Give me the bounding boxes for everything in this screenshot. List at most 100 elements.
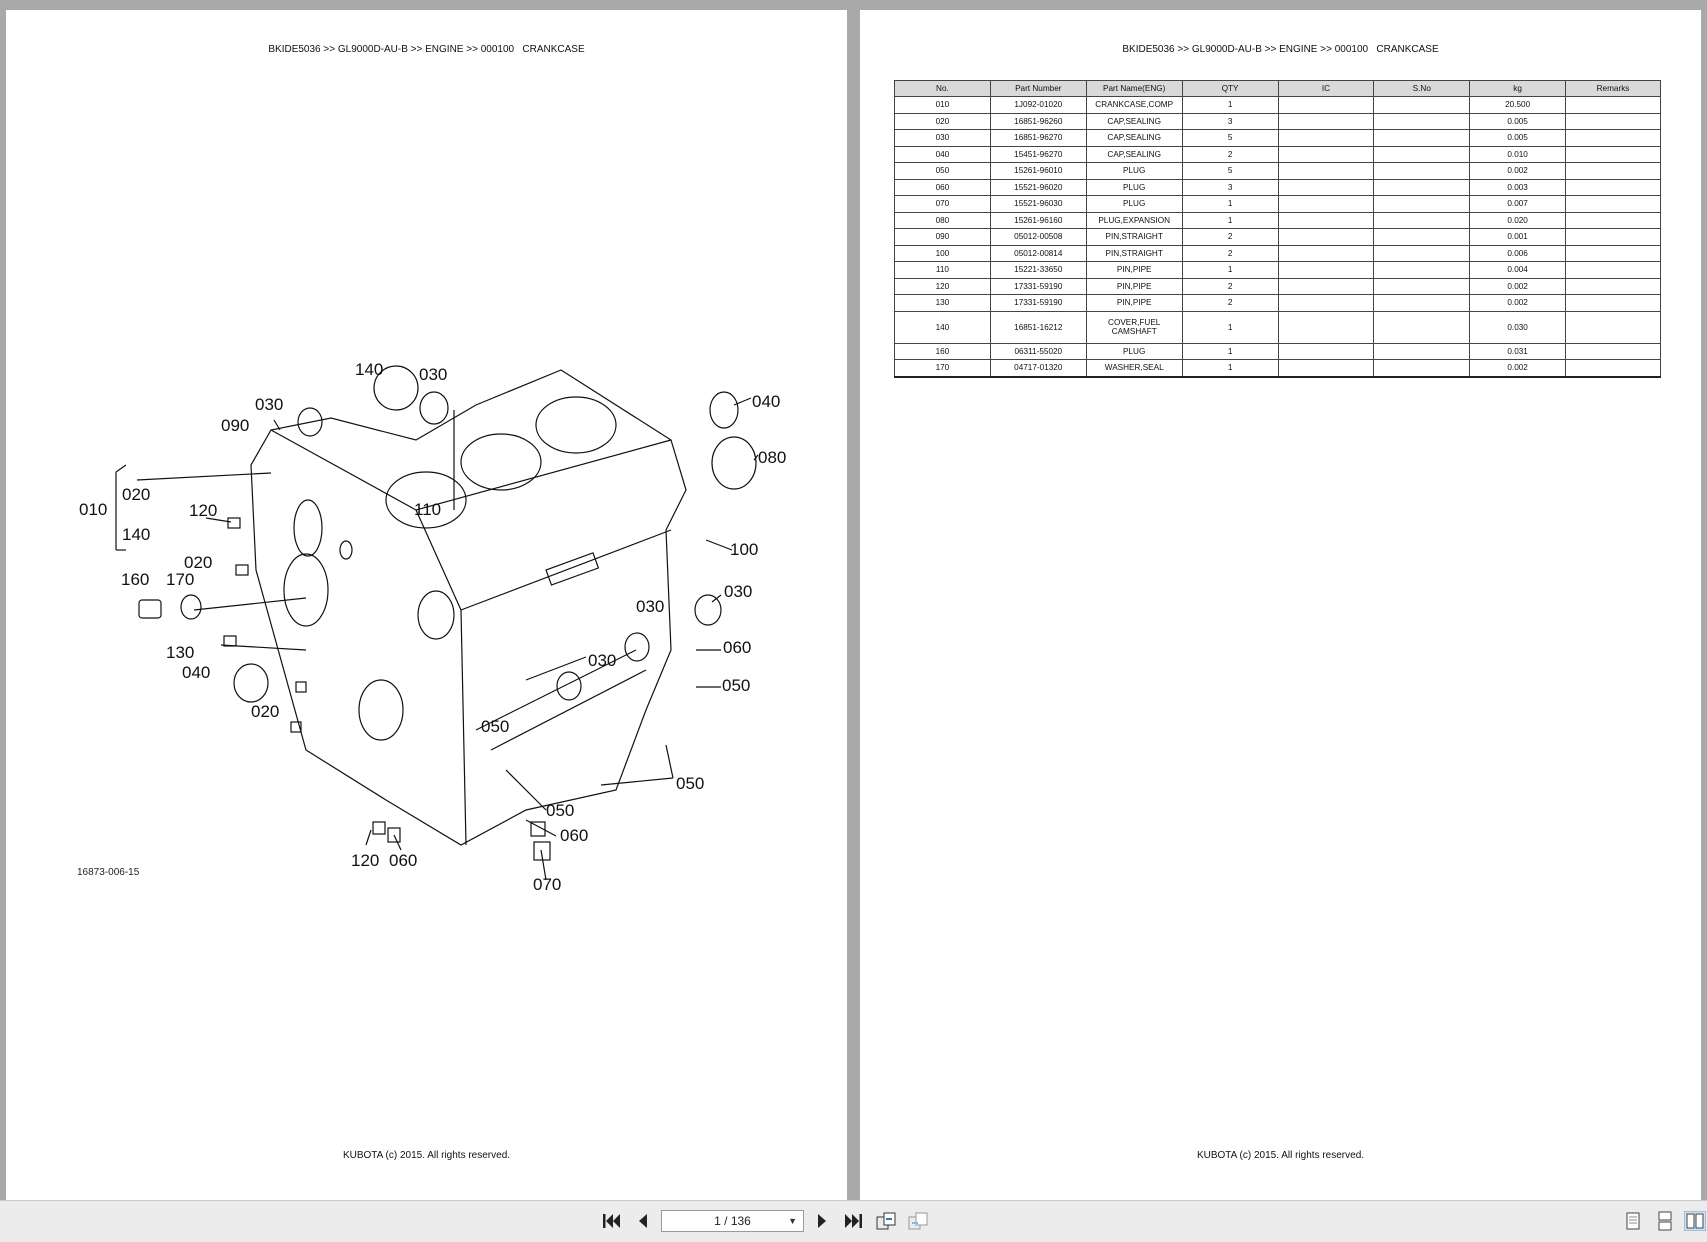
table-cell: PLUG <box>1085 162 1183 180</box>
column-header: Part Number <box>989 80 1087 97</box>
table-cell: 090 <box>894 228 991 246</box>
callout: 060 <box>560 826 588 845</box>
table-cell: 5 <box>1181 129 1279 147</box>
two-page-view-icon[interactable] <box>1684 1211 1706 1231</box>
table-cell: 100 <box>894 244 991 262</box>
callout: 030 <box>724 582 752 601</box>
table-cell: 130 <box>894 294 991 312</box>
table-cell: 2 <box>1181 294 1279 312</box>
table-cell <box>1277 145 1375 163</box>
table-cell: 160 <box>894 342 991 360</box>
table-cell <box>1373 195 1471 213</box>
chevron-down-icon[interactable]: ▼ <box>788 1216 797 1226</box>
callout: 120 <box>189 501 217 520</box>
table-cell <box>1277 277 1375 295</box>
column-header: No. <box>894 80 991 97</box>
callout: 040 <box>752 392 780 411</box>
table-cell: 2 <box>1181 228 1279 246</box>
table-header-row: No. Part Number Part Name(ENG) QTY IC S.… <box>894 80 1661 97</box>
table-cell <box>1565 342 1661 360</box>
callout: 020 <box>184 553 212 572</box>
table-cell: 17331-59190 <box>989 277 1087 295</box>
table-cell: 1 <box>1181 96 1279 114</box>
table-cell <box>1373 244 1471 262</box>
table-cell: 050 <box>894 162 991 180</box>
table-cell <box>1277 112 1375 130</box>
table-cell: 20.500 <box>1469 96 1567 114</box>
table-cell: 030 <box>894 129 991 147</box>
table-cell <box>1277 96 1375 114</box>
callout: 030 <box>419 365 447 384</box>
page-number-input[interactable]: 1 / 136 ▼ <box>661 1210 804 1232</box>
table-cell: 1 <box>1181 310 1279 344</box>
column-header: Part Name(ENG) <box>1085 80 1183 97</box>
table-cell: PLUG <box>1085 342 1183 360</box>
table-cell: 1J092-01020 <box>989 96 1087 114</box>
continuous-view-icon[interactable] <box>1654 1211 1676 1231</box>
callout: 140 <box>122 525 150 544</box>
page-footer: KUBOTA (c) 2015. All rights reserved. <box>1196 1150 1365 1161</box>
table-cell: 040 <box>894 145 991 163</box>
table-cell <box>1565 359 1661 378</box>
table-cell <box>1565 195 1661 213</box>
table-cell: PIN,STRAIGHT <box>1085 228 1183 246</box>
table-cell: 0.001 <box>1469 228 1567 246</box>
table-cell: 3 <box>1181 178 1279 196</box>
callout: 050 <box>546 801 574 820</box>
column-header: IC <box>1277 80 1375 97</box>
callout: 030 <box>255 395 283 414</box>
right-page: BKIDE5036 >> GL9000D-AU-B >> ENGINE >> 0… <box>860 10 1701 1200</box>
table-cell: 0.005 <box>1469 129 1567 147</box>
table-cell <box>1565 277 1661 295</box>
table-cell <box>1565 178 1661 196</box>
callout: 030 <box>588 651 616 670</box>
single-page-view-icon[interactable] <box>1622 1211 1644 1231</box>
table-cell <box>1373 359 1471 378</box>
last-page-icon[interactable] <box>843 1211 865 1231</box>
table-cell: 15261-96160 <box>989 211 1087 229</box>
table-cell: 1 <box>1181 195 1279 213</box>
table-cell <box>1373 211 1471 229</box>
table-cell <box>1373 342 1471 360</box>
table-cell: 0.002 <box>1469 294 1567 312</box>
table-cell: 06311-55020 <box>989 342 1087 360</box>
callout: 020 <box>251 702 279 721</box>
table-cell <box>1277 261 1375 279</box>
table-cell <box>1277 195 1375 213</box>
table-cell: 0.003 <box>1469 178 1567 196</box>
table-cell: 070 <box>894 195 991 213</box>
table-cell <box>1565 310 1661 344</box>
callout: 120 <box>351 851 379 870</box>
page-layout-icon[interactable] <box>875 1211 897 1231</box>
table-cell: 16851-96260 <box>989 112 1087 130</box>
table-cell <box>1373 145 1471 163</box>
table-cell <box>1565 244 1661 262</box>
callout: 070 <box>533 875 561 894</box>
parts-table: No. Part Number Part Name(ENG) QTY IC S.… <box>894 80 1661 378</box>
column-header: S.No <box>1373 80 1471 97</box>
table-cell: 2 <box>1181 145 1279 163</box>
table-cell: 110 <box>894 261 991 279</box>
table-cell: 15221-33650 <box>989 261 1087 279</box>
prev-page-icon[interactable] <box>632 1211 654 1231</box>
callout: 060 <box>389 851 417 870</box>
diagram-code: 16873-006-15 <box>77 867 140 878</box>
column-header: QTY <box>1181 80 1279 97</box>
table-cell: PLUG,EXPANSION <box>1085 211 1183 229</box>
table-cell <box>1277 359 1375 378</box>
callout: 050 <box>676 774 704 793</box>
table-cell: 2 <box>1181 277 1279 295</box>
page-layout-alt-icon[interactable] <box>907 1211 929 1231</box>
table-cell: PIN,PIPE <box>1085 261 1183 279</box>
first-page-icon[interactable] <box>600 1211 622 1231</box>
table-cell <box>1277 342 1375 360</box>
next-page-icon[interactable] <box>811 1211 833 1231</box>
callout: 050 <box>722 676 750 695</box>
table-cell: 1 <box>1181 359 1279 378</box>
